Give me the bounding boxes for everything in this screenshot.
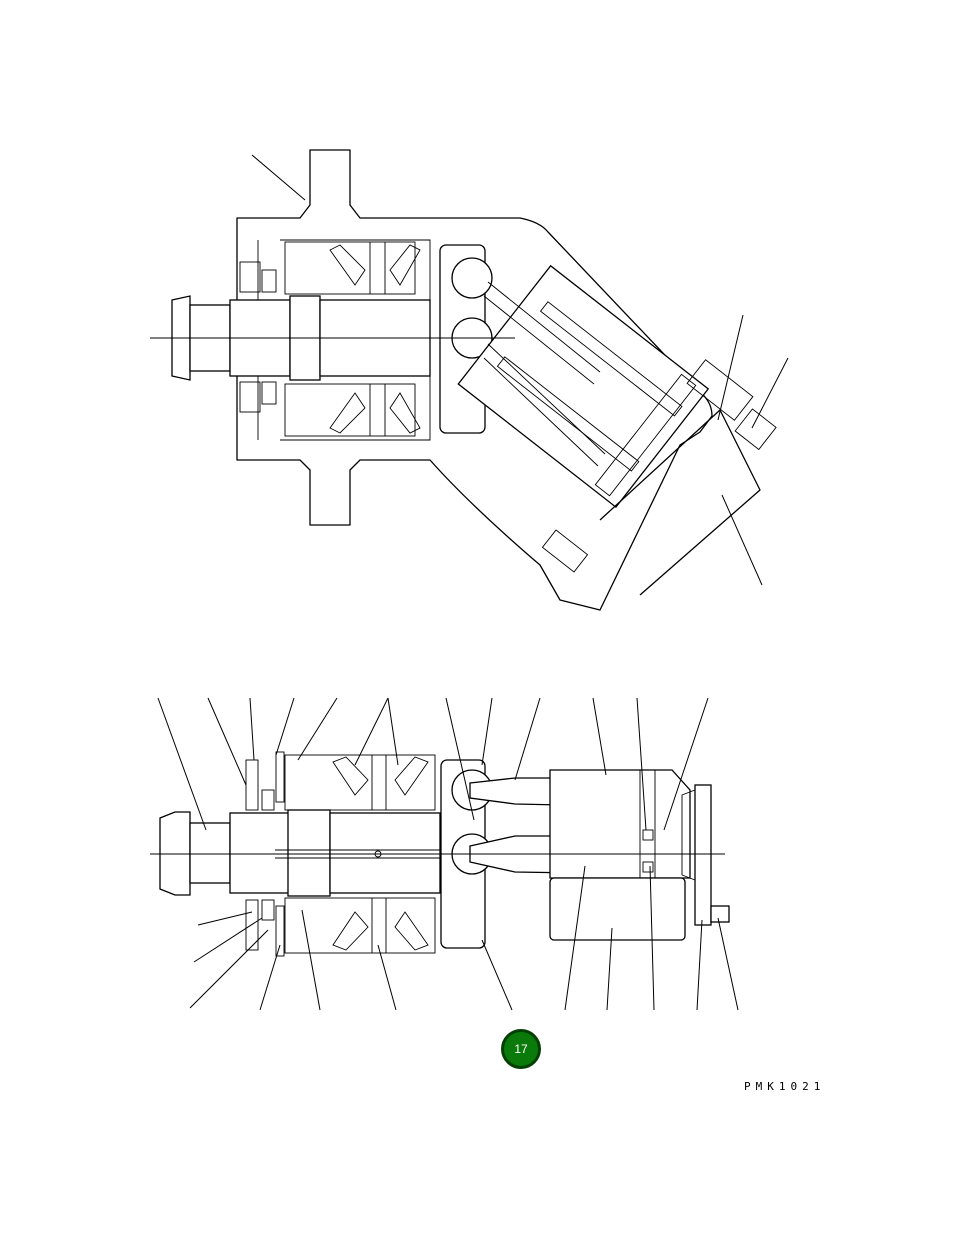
- lower-cylinder-block: [549, 769, 691, 941]
- upper-housing-outline: [236, 149, 713, 611]
- lower-callout-leaders-top: [157, 697, 709, 831]
- upper-bearings: [284, 241, 421, 437]
- drawing-code-label: PMK1021: [744, 1080, 826, 1093]
- upper-cover-bolt: [686, 359, 754, 421]
- upper-ball-joint-top: [451, 257, 493, 299]
- upper-callout-leaders: [251, 154, 789, 586]
- page-number-badge: 17: [501, 1029, 541, 1069]
- lower-drive-shaft: [159, 809, 455, 897]
- upper-adjust-screw: [734, 408, 777, 451]
- upper-section-view: [150, 149, 789, 611]
- lower-callout-leaders-bottom: [189, 865, 739, 1011]
- lower-end-cover: [681, 784, 730, 926]
- upper-end-cover: [599, 409, 761, 596]
- upper-seals: [239, 261, 277, 413]
- upper-cylinder-block: [457, 264, 710, 509]
- upper-plug: [541, 529, 589, 573]
- lower-section-view: [150, 697, 739, 1011]
- upper-pistons: [483, 281, 606, 467]
